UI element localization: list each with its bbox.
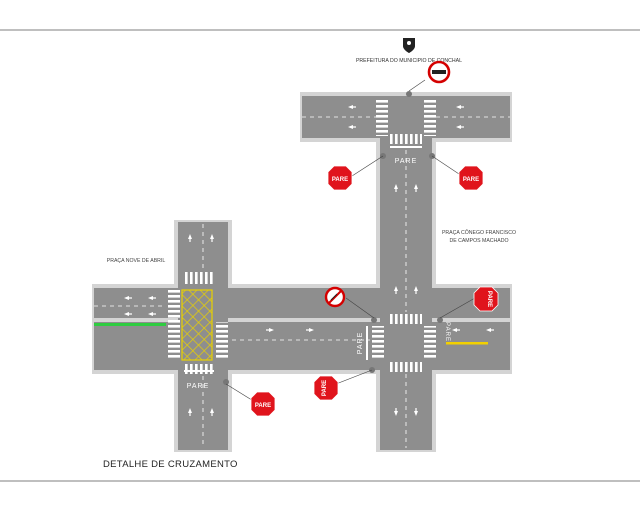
center-line <box>446 342 488 345</box>
square-right-label-line1: PRAÇA CÔNEGO FRANCISCO <box>442 229 516 236</box>
stop-sign-icon: PARE <box>473 286 499 312</box>
drawing-title: DETALHE DE CRUZAMENTO <box>103 459 238 470</box>
pavement-stop-text-right: PARE <box>444 322 450 342</box>
corner-islands <box>94 318 510 322</box>
stop-lines <box>184 146 422 372</box>
stop-sign-text: PARE <box>486 291 492 307</box>
stop-sign-icon: PARE <box>327 165 353 191</box>
stop-sign-text: PARE <box>255 403 271 409</box>
square-left-label: PRAÇA NOVE DE ABRIL <box>107 258 166 264</box>
pavement-stop-text-left: PARE <box>187 383 210 390</box>
institution-name: PREFEITURA DO MUNICIPIO DE CONCHAL <box>356 58 462 64</box>
municipal-crest-icon <box>403 38 415 53</box>
crosswalks <box>168 98 436 374</box>
box-junction-marking <box>181 289 213 361</box>
cycle-lane <box>94 323 166 326</box>
road-surface <box>94 96 510 450</box>
main-street <box>94 288 510 370</box>
pavement-stop-text-middle: PARE <box>357 332 364 355</box>
square-right-label-line2: DE CAMPOS MACHADO <box>449 238 508 244</box>
no-parking-icon <box>324 286 346 308</box>
stop-sign-icon: PARE <box>250 391 276 417</box>
lane-lines <box>94 116 510 448</box>
pavement-stop-text-top: PARE <box>395 158 418 165</box>
no-entry-icon <box>427 60 451 84</box>
stop-sign-text: PARE <box>463 177 479 183</box>
leader-lines <box>225 79 476 403</box>
stop-sign-text: PARE <box>322 380 328 396</box>
curbs <box>92 92 512 452</box>
stop-sign-icon: PARE <box>458 165 484 191</box>
stop-sign-icon: PARE <box>313 375 339 401</box>
stop-sign-text: PARE <box>332 177 348 183</box>
